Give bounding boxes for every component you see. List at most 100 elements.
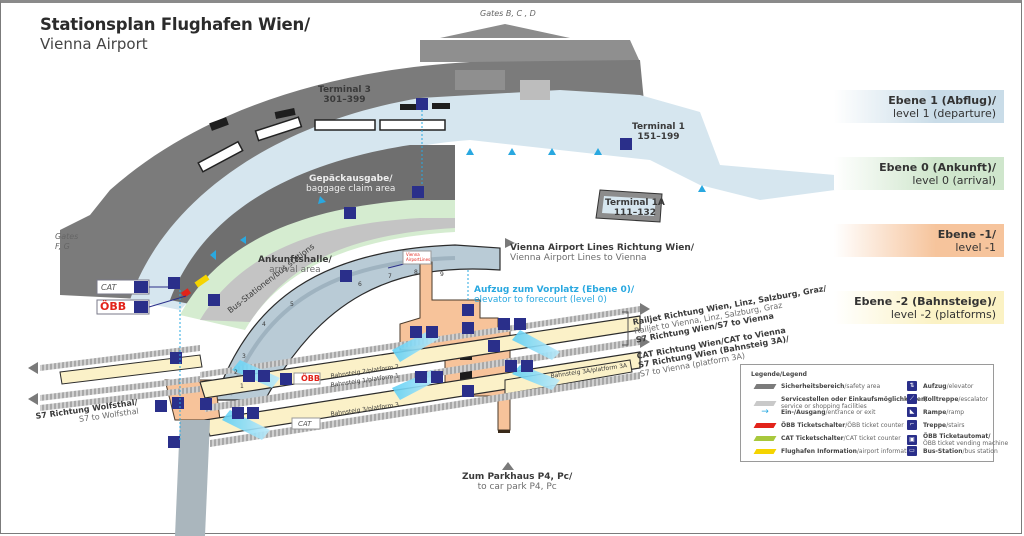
terminal-1a-gates: 111–132	[613, 208, 656, 218]
gates-fg-label: Gates F, G	[55, 232, 78, 252]
obb-counter-swatch	[753, 423, 777, 428]
legend-item: Flughafen Information/airport informatio…	[753, 448, 916, 455]
legend-label: Bus-Station/bus station	[923, 447, 998, 455]
parking-direction: Zum Parkhaus P4, Pc/ to car park P4, Pc	[462, 472, 572, 492]
arrival-hall-en: arrival area	[269, 265, 321, 275]
track-left-1	[40, 345, 200, 371]
elevator-icon	[168, 436, 180, 448]
escalator-icon	[415, 371, 427, 383]
cat-badge	[96, 279, 150, 295]
bus-stop-number: 6	[358, 281, 362, 288]
arrival-hall-de: Ankunftshalle/	[258, 255, 332, 265]
info-swatch	[753, 449, 777, 454]
legend-label: ÖBB Ticketschalter/ÖBB ticket counter	[781, 422, 904, 429]
ticket-machine-icon	[200, 398, 212, 410]
cat-platform-logo: CAT	[298, 420, 312, 428]
val-logo-line1: Vienna	[406, 252, 420, 257]
escalator-icon: ⟋	[907, 394, 917, 404]
t1a-stairs	[628, 162, 642, 184]
ticket-machine-icon	[488, 340, 500, 352]
terminal-1a-name: Terminal 1A	[605, 198, 665, 208]
ramp-icon	[208, 294, 220, 306]
legend-item: ▭Bus-Station/bus station	[907, 446, 998, 456]
elevator-forecourt-en: elevator to forecourt (level 0)	[474, 295, 607, 305]
escalator-icon	[344, 207, 356, 219]
val-logo-line2: AirportLines	[406, 257, 431, 262]
gates-bcd-building	[420, 40, 640, 62]
legend-label: CAT Ticketschalter/CAT ticket counter	[781, 435, 901, 442]
elevator-icon	[416, 98, 428, 110]
bus-stop-number: 2	[234, 369, 238, 376]
elevator-icon	[170, 352, 182, 364]
stairs-icon	[431, 371, 443, 383]
level-minus1-en: level -1	[955, 241, 996, 254]
stairs-icon	[514, 318, 526, 330]
obb-badge	[96, 299, 150, 315]
bus-stop-number: 1	[240, 383, 244, 390]
gates-fg-line2: F, G	[55, 242, 70, 251]
cat-counter-swatch	[753, 436, 777, 441]
cat-logo: CAT	[101, 283, 117, 292]
bus-stop-number: 9	[440, 271, 444, 278]
bus-station-icon	[340, 270, 352, 282]
legend-label: ÖBB Ticketautomat/ÖBB ticket vending mac…	[923, 433, 1009, 447]
legend-item: ⇅Aufzug/elevator	[907, 381, 973, 391]
track-left-3	[40, 386, 200, 411]
escalator-icon	[505, 360, 517, 372]
baggage-claim-de: Gepäckausgabe/	[308, 174, 393, 184]
level-minus1-de: Ebene -1/	[937, 228, 996, 241]
legend-item: →Ein-/Ausgang/entrance or exit	[755, 407, 875, 417]
legend-label: Treppe/stairs	[923, 421, 965, 429]
stairs-icon	[426, 326, 438, 338]
platform-left	[59, 354, 203, 385]
title-main: Stationsplan Flughafen Wien/	[40, 15, 310, 34]
legend-title: Legende/Legend	[751, 371, 807, 378]
title-sub: Vienna Airport	[40, 35, 148, 53]
level-minus1-key: Ebene -1/ level -1	[834, 224, 1004, 257]
legend-label: Sicherheitsbereich/safety area	[781, 383, 881, 390]
val-direction-en: Vienna Airport Lines to Vienna	[510, 253, 647, 263]
legend-item: ◣Rampe/ramp	[907, 407, 964, 417]
terminal-1-label: Terminal 1 151–199	[632, 122, 685, 142]
map-title: Stationsplan Flughafen Wien/ Vienna Airp…	[40, 15, 310, 53]
track-left-2	[40, 376, 200, 401]
terminal-safety-area	[60, 60, 645, 300]
elevator-icon	[168, 277, 180, 289]
bus-stop-number: 8	[414, 269, 418, 276]
legend: Legende/Legend Sicherheitsbereich/safety…	[740, 364, 1008, 462]
bus-stop-number: 5	[290, 301, 294, 308]
terminal-1-gates: 151–199	[637, 132, 680, 142]
legend-label: Rolltreppe/escalator	[923, 395, 989, 403]
gates-bcd-label: Gates B, C , D	[480, 9, 536, 18]
gates-bcd-pier	[440, 24, 570, 38]
elevator-icon	[620, 138, 632, 150]
level-minus2-de: Ebene -2 (Bahnsteige)/	[854, 295, 996, 308]
ramp-icon: ◣	[907, 407, 917, 417]
legend-item: ▣ ÖBB Ticketautomat/ÖBB ticket vending ma…	[907, 433, 1008, 447]
bus-stop-number: 7	[388, 273, 392, 280]
service-area-swatch	[753, 400, 777, 406]
elevator-icon	[412, 186, 424, 198]
level-1-key: Ebene 1 (Abflug)/ level 1 (departure)	[834, 90, 1004, 123]
val-direction-de: Vienna Airport Lines Richtung Wien/	[510, 243, 695, 253]
entrance-arrow-icon: →	[761, 407, 769, 417]
elevator-icon	[172, 397, 184, 409]
escalator-icon	[243, 370, 255, 382]
obb-platform-logo: ÖBB	[301, 374, 320, 383]
legend-label: Servicestellen oder Einkaufsmöglichkeite…	[781, 396, 928, 410]
ticket-machine-icon	[280, 373, 292, 385]
baggage-claim-label: Gepäckausgabe/ baggage claim area	[306, 174, 395, 194]
checkin-islands	[197, 70, 550, 173]
escalator-icon	[232, 407, 244, 419]
entrance-arrows	[210, 148, 706, 260]
level-0-de: Ebene 0 (Ankunft)/	[879, 161, 996, 174]
stairs-icon	[247, 407, 259, 419]
level-0-key: Ebene 0 (Ankunft)/ level 0 (arrival)	[834, 157, 1004, 190]
bus-stop-number: 4	[262, 321, 266, 328]
level-1-de: Ebene 1 (Abflug)/	[888, 94, 996, 107]
level-minus2-en: level -2 (platforms)	[890, 308, 996, 321]
legend-item: ÖBB Ticketschalter/ÖBB ticket counter	[753, 422, 904, 429]
ticket-machine-icon: ▣	[907, 435, 917, 445]
